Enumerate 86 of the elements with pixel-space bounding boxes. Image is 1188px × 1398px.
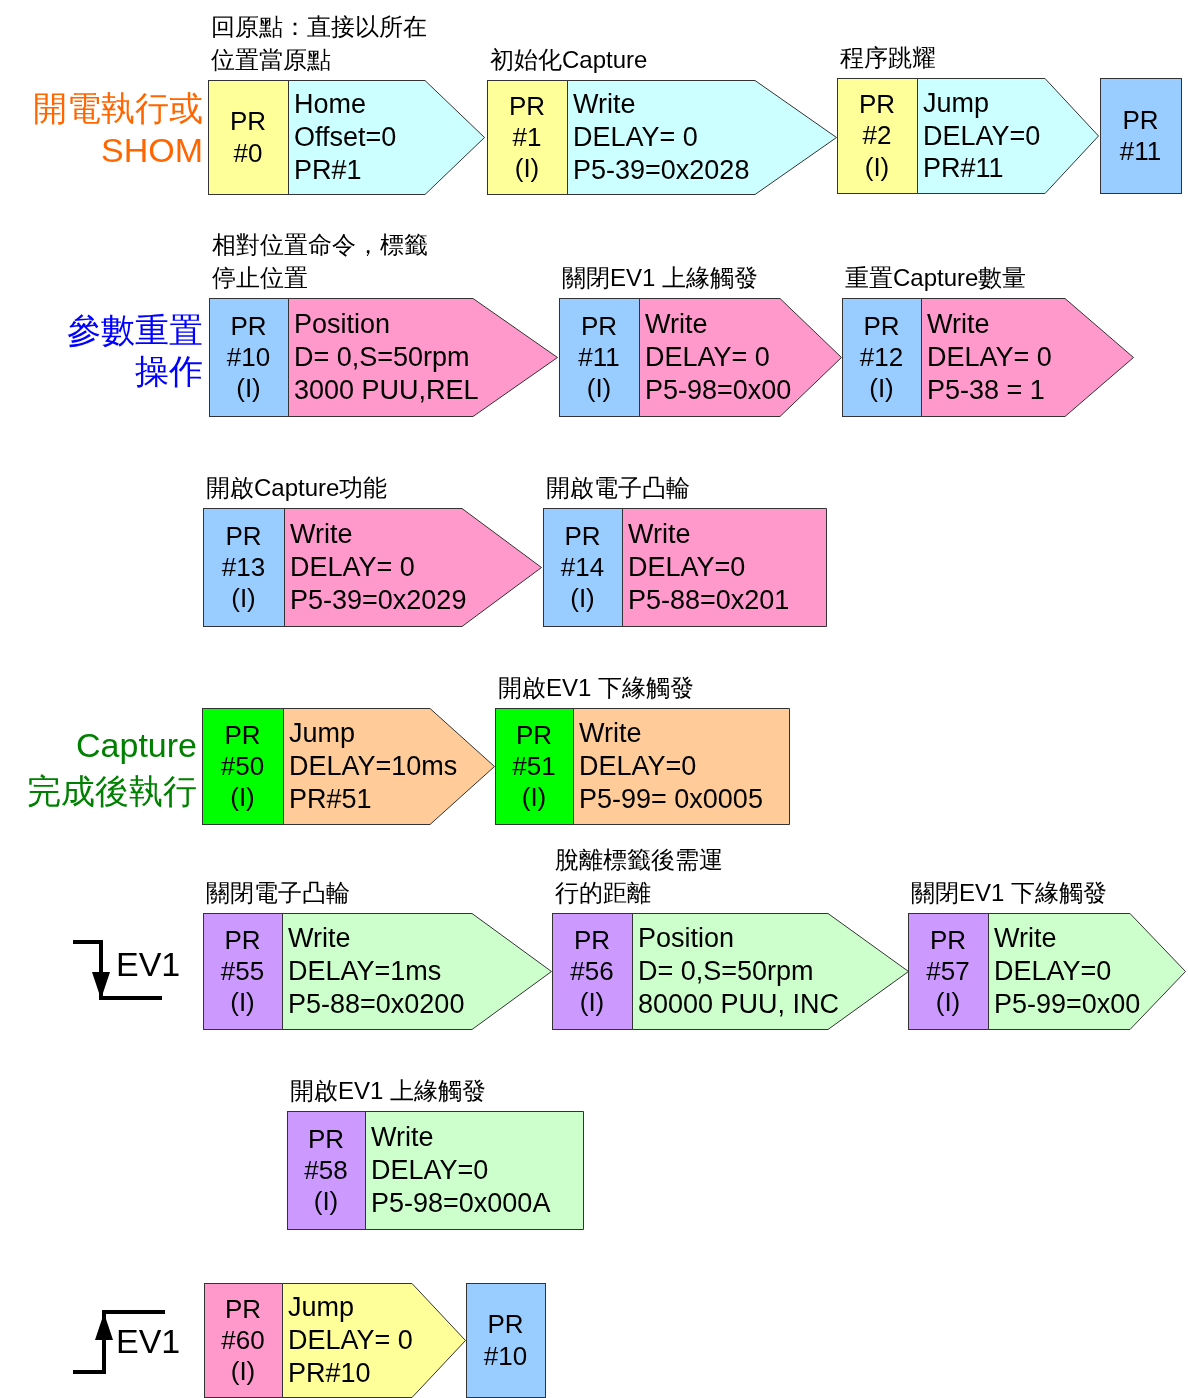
step-number: PR #60 (I) [221, 1293, 265, 1388]
command-text: Write [288, 922, 351, 956]
step-number: PR #2 (I) [858, 89, 896, 183]
row-label: 完成後執行 [26, 771, 197, 812]
step-number: PR #12 (I) [859, 310, 904, 405]
command-text: DELAY= 0 [288, 1324, 413, 1357]
command-text: P5-88=0x0200 [288, 987, 465, 1021]
command-text: DELAY=0 [994, 955, 1112, 988]
command-text: Write [927, 308, 990, 342]
step-number: PR #14 (I) [560, 520, 605, 615]
command-text: DELAY=10ms [289, 750, 458, 783]
step-number: PR #10 (I) [226, 310, 271, 405]
step-number: PR #1 (I) [508, 90, 546, 185]
command-text: P5-39=0x2028 [573, 153, 750, 187]
command-text: DELAY= 0 [645, 341, 770, 374]
step-number: PR #57 (I) [926, 924, 970, 1019]
command-text: Position [294, 308, 391, 342]
command-text: P5-98=0x000A [371, 1186, 551, 1220]
step-box [1100, 78, 1181, 194]
command-text: DELAY=0 [628, 551, 746, 584]
step-number: PR #55 (I) [220, 924, 265, 1019]
signal-label: EV1 [116, 1321, 182, 1362]
row-label: Capture [75, 725, 197, 766]
command-text: DELAY= 0 [573, 121, 698, 154]
row-label: SHOM [100, 130, 203, 171]
command-text: Position [638, 922, 735, 956]
command-text: Write [290, 518, 353, 552]
step-caption: 程序跳耀 [840, 42, 937, 73]
step-number: PR #51 (I) [512, 719, 556, 814]
command-text: Jump [923, 86, 990, 120]
step-number: PR #0 [229, 106, 267, 169]
command-text: PR#11 [923, 152, 1004, 186]
command-text: P5-99=0x00 [994, 987, 1141, 1021]
command-text: P5-88=0x201 [628, 583, 790, 617]
step-caption: 脫離標籤後需運行的距離 [555, 845, 724, 908]
command-text: Jump [289, 717, 356, 751]
row-label: 參數重置操作 [66, 310, 203, 392]
step-number: PR #13 (I) [221, 520, 266, 615]
signal-label: EV1 [116, 944, 182, 985]
command-text: Jump [288, 1291, 355, 1325]
command-text: D= 0,S=50rpm [294, 341, 470, 374]
row-label: 開電執行或 [32, 88, 203, 129]
command-text: PR#10 [288, 1356, 371, 1390]
command-text: Home [294, 88, 367, 122]
command-text: Write [645, 308, 708, 342]
step-caption: 開啟電子凸輪 [546, 472, 691, 503]
command-text: 3000 PUU,REL [294, 373, 479, 407]
command-text: PR#51 [289, 782, 372, 816]
command-text: DELAY=0 [579, 750, 697, 783]
command-text: P5-98=0x00 [645, 373, 792, 407]
step-caption: 關閉電子凸輪 [206, 877, 351, 908]
command-text: PR#1 [294, 153, 362, 187]
step-number: PR #11 [1119, 104, 1162, 168]
command-text: DELAY=0 [371, 1154, 489, 1187]
command-text: D= 0,S=50rpm [638, 955, 814, 988]
command-text: 80000 PUU, INC [638, 987, 840, 1021]
step-number: PR #58 (I) [304, 1123, 348, 1218]
step-caption: 開啟EV1 上緣觸發 [290, 1075, 488, 1106]
command-text: Write [573, 88, 636, 122]
step-caption: 初始化Capture [490, 44, 649, 75]
command-text: DELAY=0 [923, 119, 1041, 153]
step-caption: 關閉EV1 上緣觸發 [562, 262, 760, 293]
command-text: P5-39=0x2029 [290, 583, 467, 617]
step-caption: 開啟Capture功能 [206, 472, 389, 503]
command-text: P5-99= 0x0005 [579, 782, 763, 816]
step-number: PR #50 (I) [220, 719, 265, 814]
command-text: Offset=0 [294, 121, 397, 154]
step-caption: 重置Capture數量 [845, 262, 1028, 293]
command-text: DELAY= 0 [290, 551, 415, 584]
step-caption: 開啟EV1 下緣觸發 [498, 672, 696, 703]
command-text: DELAY=1ms [288, 955, 442, 988]
command-text: Write [371, 1121, 434, 1155]
step-number: PR #11 (I) [578, 310, 620, 405]
command-text: Write [579, 717, 642, 751]
step-arrow-block [204, 1283, 466, 1398]
step-box [466, 1283, 545, 1398]
command-text: P5-38 = 1 [927, 373, 1045, 407]
step-number: PR #10 [483, 1309, 528, 1372]
step-caption: 相對位置命令，標籤停止位置 [212, 230, 429, 293]
command-text: Write [628, 518, 691, 552]
step-arrow-block [202, 708, 495, 825]
step-caption: 關閉EV1 下緣觸發 [911, 877, 1109, 908]
step-number: PR #56 (I) [570, 924, 614, 1019]
step-caption: 回原點：直接以所在位置當原點 [211, 12, 428, 75]
command-text: DELAY= 0 [927, 341, 1052, 374]
command-text: Write [994, 922, 1057, 956]
